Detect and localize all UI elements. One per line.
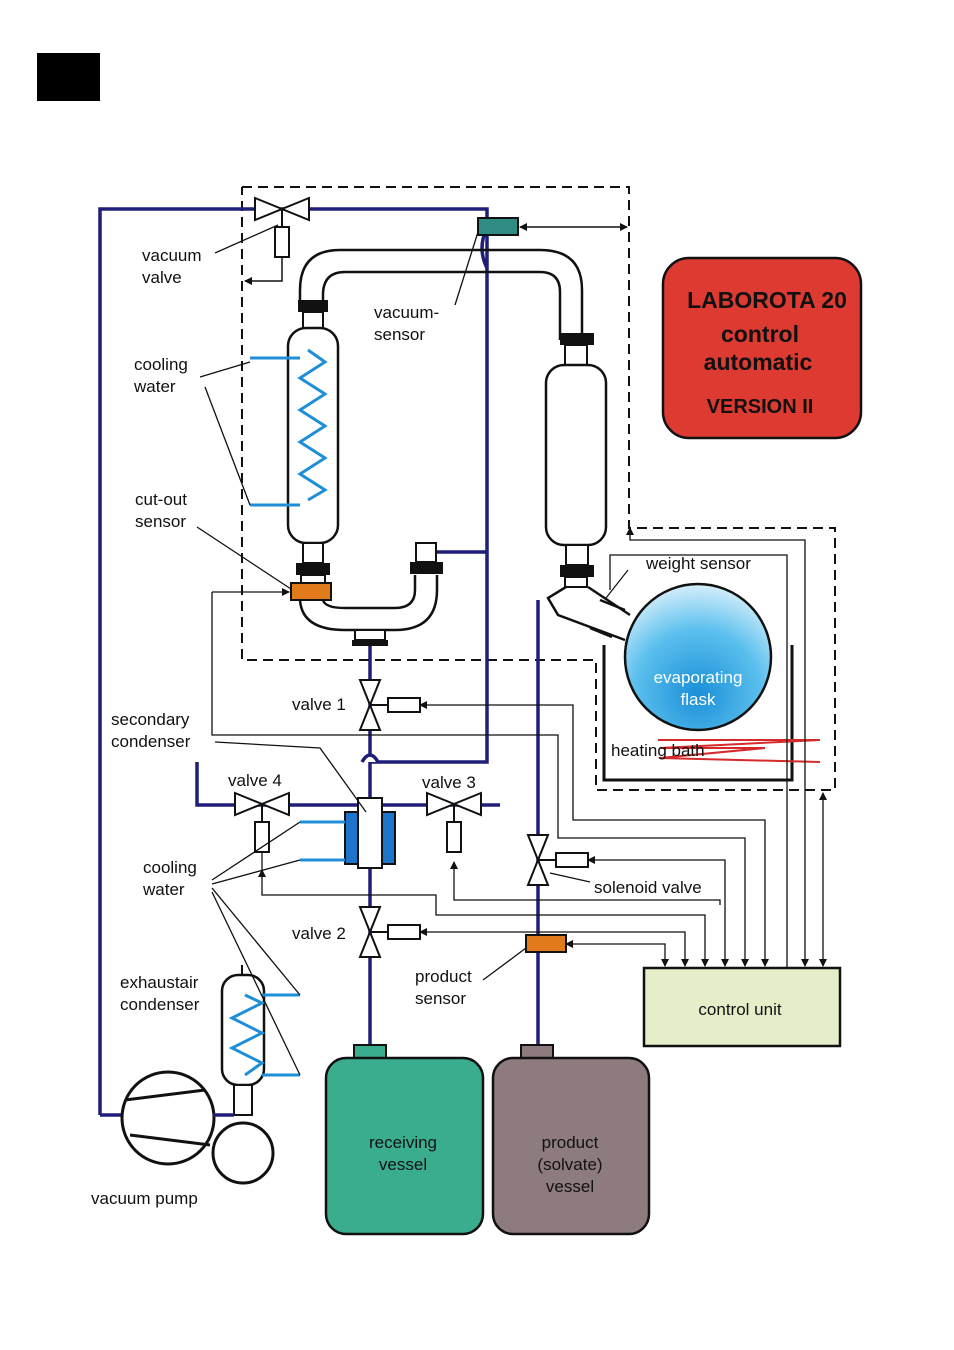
label-cooling-water-mid-1: cooling [143, 858, 197, 877]
label-vacuum-valve-2: valve [142, 268, 182, 287]
label-cooling-water-mid-2: water [142, 880, 185, 899]
title-box [661, 256, 863, 440]
label-product-sensor-2: sensor [415, 989, 466, 1008]
header-block [37, 53, 100, 101]
title-line-4: VERSION II [707, 396, 814, 418]
valve-1 [358, 679, 421, 731]
dashed-enclosure [241, 186, 836, 791]
label-valve-4: valve 4 [228, 771, 282, 790]
main-condenser [250, 300, 340, 584]
product-sensor [525, 934, 567, 953]
valve-4 [234, 791, 290, 853]
product-vessel [491, 1044, 651, 1236]
label-weight-sensor: weight sensor [645, 554, 751, 573]
label-vacuum-sensor-2: sensor [374, 325, 425, 344]
label-cooling-water-top-1: cooling [134, 355, 188, 374]
label-receiving-vessel-1: receiving [369, 1133, 437, 1152]
vacuum-valve [244, 196, 310, 285]
label-product-vessel-3: vessel [546, 1177, 594, 1196]
label-evaporating-flask-1: evaporating [654, 668, 743, 687]
label-valve-3: valve 3 [422, 773, 476, 792]
right-tube [544, 333, 631, 642]
label-product-vessel-1: product [542, 1133, 599, 1152]
label-valve-2: valve 2 [292, 924, 346, 943]
label-product-vessel-2: (solvate) [537, 1155, 602, 1174]
valve-3 [426, 791, 482, 853]
leader-lines [196, 224, 591, 1076]
label-vacuum-valve-1: vacuum [142, 246, 202, 265]
label-evaporating-flask-2: flask [681, 690, 716, 709]
label-secondary-condenser-1: secondary [111, 710, 190, 729]
label-cutout-sensor-1: cut-out [135, 490, 187, 509]
u-bend [298, 575, 439, 632]
label-vacuum-sensor-1: vacuum- [374, 303, 439, 322]
vacuum-pump [120, 1070, 275, 1185]
label-valve-1: valve 1 [292, 695, 346, 714]
label-exhaust-condenser-2: condenser [120, 995, 200, 1014]
control-lines [211, 527, 827, 968]
label-vacuum-pump: vacuum pump [91, 1189, 198, 1208]
label-receiving-vessel-2: vessel [379, 1155, 427, 1174]
label-secondary-condenser-2: condenser [111, 732, 191, 751]
valve-2 [358, 906, 421, 958]
vacuum-sensor [477, 217, 628, 236]
exhaust-condenser [220, 965, 300, 1116]
label-product-sensor-1: product [415, 967, 472, 986]
secondary-condenser [300, 797, 396, 869]
label-exhaust-condenser-1: exhaustair [120, 973, 199, 992]
weight-sensor [589, 569, 629, 639]
label-cooling-water-top-2: water [133, 377, 176, 396]
u-bend-joint [352, 542, 443, 646]
glass-bridge [298, 248, 584, 340]
receiving-vessel [324, 1044, 485, 1236]
label-solenoid-valve: solenoid valve [594, 878, 702, 897]
control-unit [642, 966, 842, 1048]
title-line-1: LABOROTA 20 [687, 287, 847, 313]
cutout-sensor [290, 582, 332, 601]
title-line-2: control [721, 321, 799, 347]
label-cutout-sensor-2: sensor [135, 512, 186, 531]
label-heating-bath: heating bath [611, 741, 705, 760]
solenoid-valve [526, 834, 589, 886]
title-line-3: automatic [704, 349, 813, 375]
label-control-unit: control unit [698, 1000, 781, 1019]
